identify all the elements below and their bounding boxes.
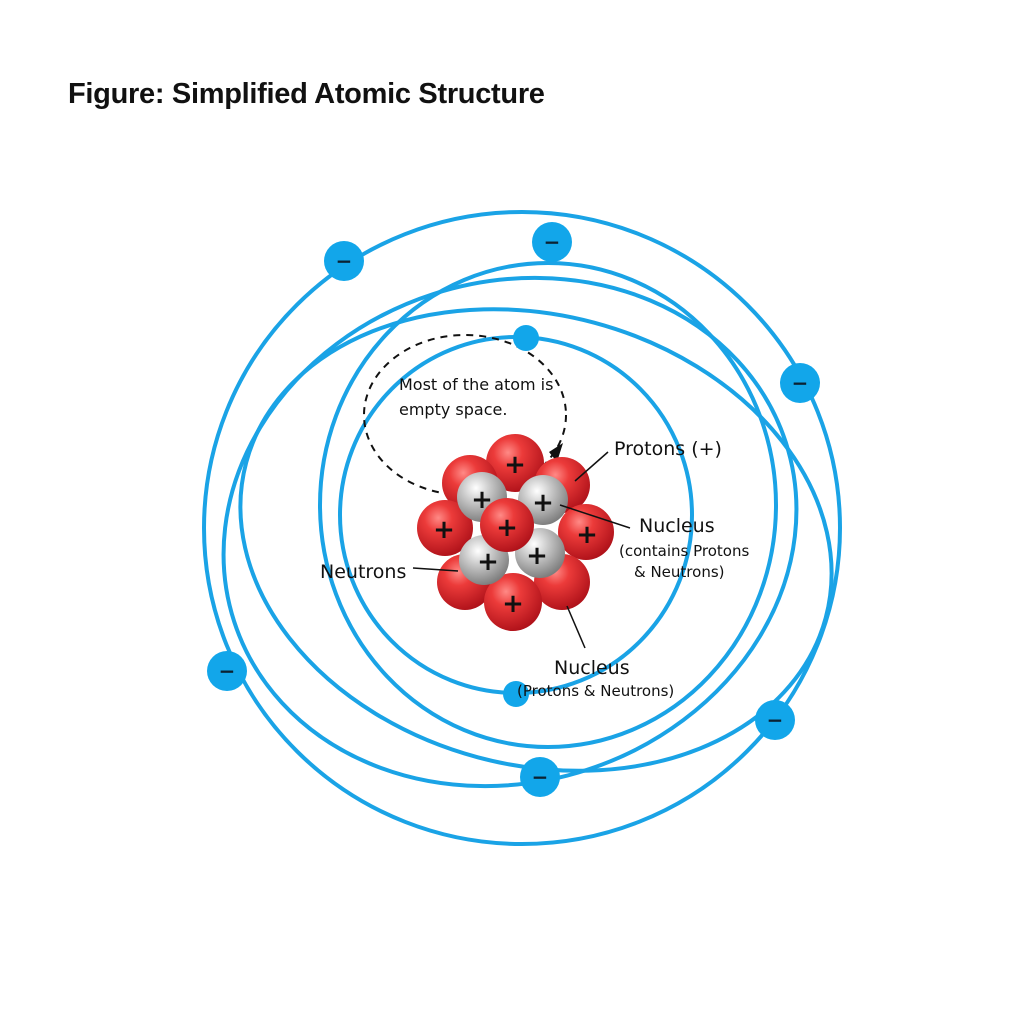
plus-sign: +	[504, 450, 526, 480]
neutrons-label: Neutrons	[320, 561, 406, 583]
plus-sign: +	[433, 515, 455, 545]
plus-sign: +	[502, 589, 524, 619]
nucleus-top-leader-line	[559, 504, 631, 529]
proton	[484, 573, 542, 631]
electron: −	[324, 241, 364, 281]
empty-space-label-line1: Most of the atom is	[399, 375, 553, 394]
neutrons-leader-line	[412, 567, 459, 572]
figure-title: Figure: Simplified Atomic Structure	[68, 78, 545, 110]
proton	[486, 434, 544, 492]
electron: −	[207, 651, 247, 691]
minus-sign: −	[532, 765, 549, 789]
empty-space-loop	[363, 334, 567, 496]
electrons: − − − − − −	[207, 222, 820, 797]
minus-sign: −	[544, 230, 561, 254]
nucleus: + + + + + + + + +	[417, 434, 614, 631]
proton	[480, 498, 534, 552]
electron	[513, 325, 539, 351]
minus-sign: −	[767, 708, 784, 732]
electron: −	[520, 757, 560, 797]
nucleus-bottom-label-line2: (Protons & Neutrons)	[517, 682, 674, 700]
empty-space-label-line2: empty space.	[399, 400, 507, 419]
plus-sign: +	[576, 520, 598, 550]
nucleus-top-label-line3: & Neutrons)	[634, 563, 725, 581]
orbit-outer-1	[202, 210, 842, 846]
orbit-middle	[318, 261, 778, 749]
empty-space-arrowhead	[549, 443, 563, 462]
nucleus-top-label-line2: (contains Protons	[619, 542, 749, 560]
electron: −	[532, 222, 572, 262]
protons-leader-line	[574, 451, 609, 482]
proton	[417, 500, 473, 556]
orbit-outer-3	[238, 307, 834, 773]
electron	[503, 681, 529, 707]
minus-sign: −	[792, 371, 809, 395]
plus-sign: +	[526, 541, 548, 571]
nucleus-bottom-leader-line	[566, 605, 586, 649]
electron: −	[780, 363, 820, 403]
protons-label: Protons (+)	[614, 438, 722, 460]
nucleus-bottom-label-line1: Nucleus	[554, 657, 630, 679]
minus-sign: −	[219, 659, 236, 683]
plus-sign: +	[471, 485, 493, 515]
plus-sign: +	[496, 513, 518, 543]
plus-sign: +	[532, 488, 554, 518]
minus-sign: −	[336, 249, 353, 273]
nucleus-top-label-line1: Nucleus	[639, 515, 715, 537]
plus-sign: +	[477, 547, 499, 577]
electron: −	[755, 700, 795, 740]
